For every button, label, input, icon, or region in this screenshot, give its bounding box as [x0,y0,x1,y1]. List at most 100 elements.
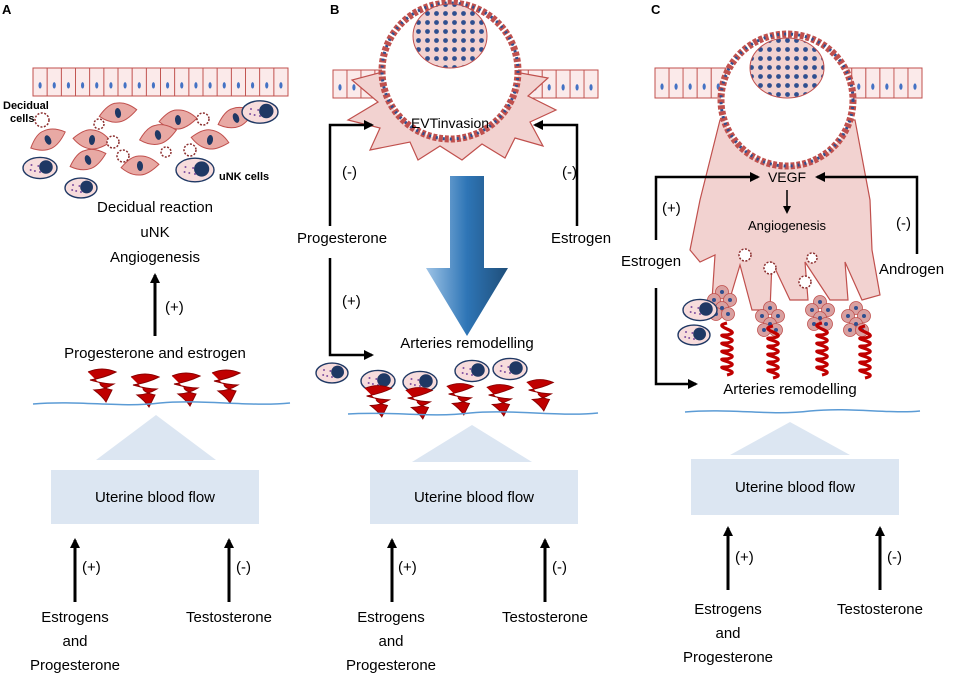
panel-a-right-source: Testosterone [186,609,272,626]
panel-a-blood-flow: Uterine blood flow [51,415,259,524]
unk-granule [693,338,695,340]
panel-b-right-hormone: Estrogen [551,230,611,247]
epithelial-nucleus [871,83,875,90]
unk-granule [39,171,41,173]
panel-b-endometrium-line [347,411,599,416]
unk-granule [192,167,195,169]
unk-granule [80,191,82,193]
unk-granule [78,185,81,187]
spiral-artery [486,384,515,417]
decidual-nucleus [174,115,182,125]
panel-b-right-bracket [533,120,579,226]
evt-tip-nucleus [818,316,822,320]
unk-nucleus [471,363,485,377]
unk-granule [331,376,333,378]
unk-granule [30,164,33,166]
decidual-cell [98,102,138,123]
unk-granule [37,165,40,167]
evt-tip-nucleus [774,328,778,332]
panel-b-trophoblast [346,0,558,161]
unk-granule [465,373,468,375]
evt-tip-nucleus [712,298,716,302]
spiral-artery-coil [858,324,872,380]
panel-c-bottom-left-sign: (+) [735,549,754,566]
panel-c-left-source-3: Progesterone [683,649,773,666]
unk-granule [699,313,701,315]
decidual-nucleus [114,108,122,118]
panel-a-left-source-1: Estrogens [41,609,109,626]
unk-cell [682,298,718,322]
epithelial-nucleus [674,83,678,90]
panel-c-inner-cell-mass [749,37,825,99]
panel-b-left-lower-sign: (+) [342,293,361,310]
epithelial-nucleus [575,84,579,91]
spiral-artery-coil [526,379,555,412]
panel-a-endometrium-line [32,401,291,406]
spiral-artery [526,379,555,412]
unk-granule [499,370,502,372]
epithelial-nucleus [236,82,241,89]
evt-tip-nucleus [762,328,766,332]
vesicle [93,118,105,130]
spiral-artery-coil [486,384,515,417]
unk-granule [685,331,687,333]
unk-granule [691,332,694,334]
panel-b-left-lower-bracket [328,258,374,360]
unk-granule [71,189,74,191]
unk-granule [29,169,32,171]
unk-granule [368,377,371,379]
spiral-artery-coil [720,321,734,377]
unk-granule [503,371,506,373]
epithelial-nucleus [95,82,99,89]
epithelial-nucleus [38,82,42,89]
decidual-cell [190,129,230,150]
panel-b-left-upper-sign: (-) [342,164,357,181]
vesicle [196,112,210,126]
unk-nucleus [509,361,523,375]
unk-cell [454,359,490,383]
vesicle [738,248,752,262]
epithelial-nucleus [80,82,85,89]
decidual-nucleus [232,113,240,123]
unk-granule [75,190,78,192]
unk-granule [257,109,260,111]
unk-nucleus [39,160,53,174]
evt-tip-nucleus [854,322,858,326]
unk-granule [323,369,325,371]
epithelial-nucleus [338,84,342,91]
unk-granule [329,370,332,372]
panel-c-left-source-2: and [715,625,740,642]
unk-granule [375,378,378,380]
panel-b-bottom-right-sign: (-) [552,559,567,576]
unk-granule [500,365,503,367]
panel-b-right-source: Testosterone [502,609,588,626]
epithelial-cell [273,67,289,97]
unk-nucleus [377,373,391,387]
unk-granule [471,374,473,376]
panel-a-epithelium [32,67,289,97]
evt-tip-nucleus [812,322,816,326]
panel-b-blood-flow: Uterine blood flow [370,425,578,524]
panel-c-unk-cells [677,298,718,346]
vesicle [798,275,812,289]
unk-granule [509,372,511,374]
epithelial-nucleus [250,82,255,89]
spiral-artery [364,385,393,418]
unk-cell [241,100,279,124]
unk-granule [419,385,421,387]
decidual-nucleus [206,135,214,145]
unk-granule [371,383,374,385]
panel-c-bottom-right-sign: (-) [887,549,902,566]
panel-a-left-source-3: Progesterone [30,657,120,674]
panel-a-letter: A [2,2,12,17]
unk-nucleus [80,180,93,194]
panel-b-unk-cells [315,357,528,394]
unk-nucleus [693,327,706,341]
unk-nucleus [331,365,344,379]
panel-b-remodelling: Arteries remodelling [400,335,533,352]
panel-a-outcome-2: uNK [140,224,169,241]
panel-a-left-source-2: and [62,633,87,650]
panel-b-left-source-1: Estrogens [357,609,425,626]
panel-a-decidual-label-1: Decidual [3,100,49,112]
